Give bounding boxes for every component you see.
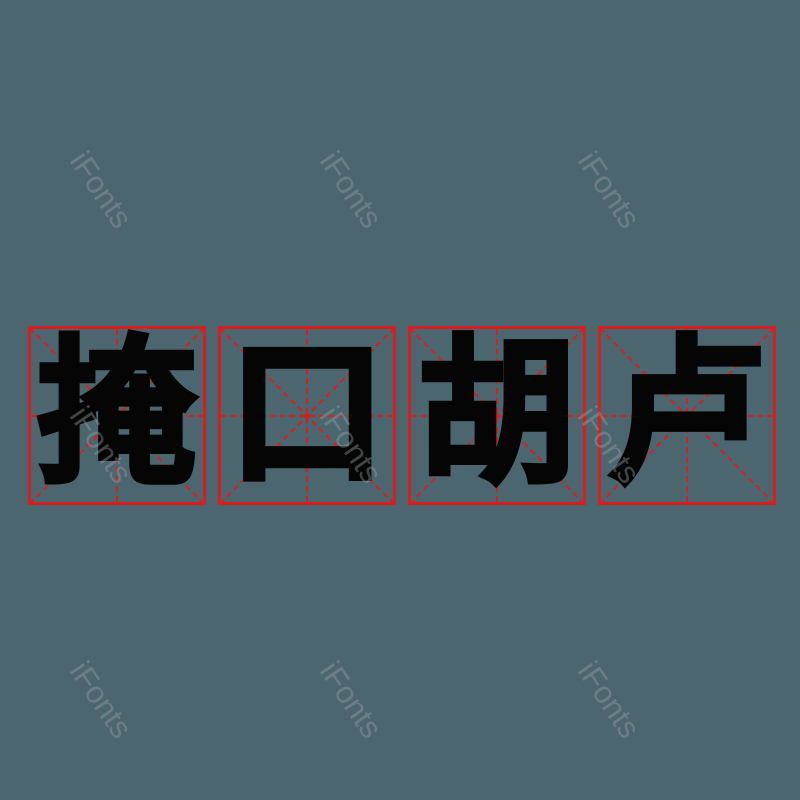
watermark-text: iFonts xyxy=(62,145,140,235)
vertical-center-line xyxy=(496,329,498,502)
watermark-text: iFonts xyxy=(312,145,390,235)
glyph-4: 卢 xyxy=(601,329,773,502)
watermark-text: iFonts xyxy=(570,655,648,745)
character-cell-3: 胡 xyxy=(408,326,586,505)
character-cell-4: 卢 xyxy=(598,326,776,505)
watermark-text: iFonts xyxy=(312,655,390,745)
glyph-2: 口 xyxy=(221,329,393,502)
watermark-text: iFonts xyxy=(570,145,648,235)
vertical-center-line xyxy=(116,329,118,502)
glyph-1: 掩 xyxy=(31,329,203,502)
vertical-center-line xyxy=(686,329,688,502)
glyph-character-3: 胡 xyxy=(416,321,579,506)
glyph-character-4: 卢 xyxy=(606,321,769,506)
character-cell-2: 口 xyxy=(218,326,396,505)
glyph-character-2: 口 xyxy=(226,321,389,506)
grid-guides-1 xyxy=(31,329,203,502)
character-cell-1: 掩 xyxy=(28,326,206,505)
grid-guides-3 xyxy=(411,329,583,502)
watermark-text: iFonts xyxy=(62,655,140,745)
character-grid-row: 掩 口 胡 xyxy=(28,326,776,505)
grid-guides-4 xyxy=(601,329,773,502)
vertical-center-line xyxy=(306,329,308,502)
glyph-3: 胡 xyxy=(411,329,583,502)
glyph-character-1: 掩 xyxy=(36,321,199,506)
grid-guides-2 xyxy=(221,329,393,502)
